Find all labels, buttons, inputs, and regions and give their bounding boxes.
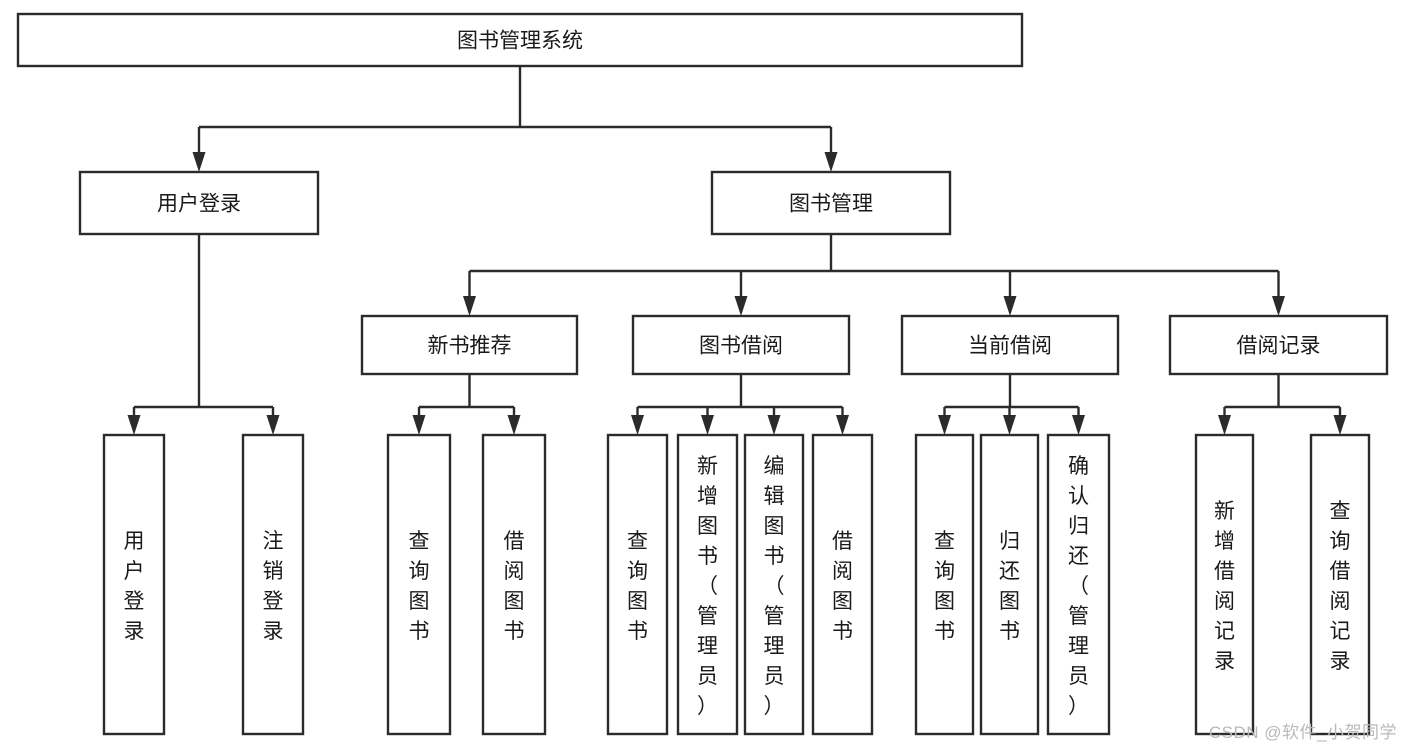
- node-box[interactable]: [241, 433, 305, 736]
- connector-group-borrow: [631, 374, 849, 435]
- node-label: 图书借阅: [699, 335, 783, 358]
- node-label: 借阅图书: [504, 530, 525, 643]
- arrow-head-icon: [463, 296, 476, 316]
- node-box[interactable]: [360, 314, 579, 376]
- connector-group-current: [938, 374, 1085, 435]
- node-current[interactable]: 当前借阅: [900, 314, 1120, 376]
- connector-group-newbook: [412, 374, 521, 435]
- arrow-head-icon: [1218, 415, 1231, 435]
- connector-group-root: [192, 66, 838, 172]
- arrow-head-icon: [412, 415, 426, 435]
- node-box[interactable]: [386, 433, 452, 736]
- node-label: 当前借阅: [968, 335, 1052, 358]
- arrow-head-icon: [1272, 296, 1285, 316]
- node-label: 用户登录: [124, 530, 145, 643]
- node-box[interactable]: [102, 433, 166, 736]
- node-leaf-bo-add[interactable]: 新增图书（管理员）: [676, 433, 739, 736]
- node-leaf-user-login[interactable]: 用户登录: [102, 433, 166, 736]
- csdn-watermark: CSDN @软件_小贺同学: [1208, 723, 1397, 742]
- node-leaf-bo-lend[interactable]: 借阅图书: [811, 433, 874, 736]
- arrow-head-icon: [192, 152, 206, 172]
- node-leaf-user-logout[interactable]: 注销登录: [241, 433, 305, 736]
- node-label: 新增图书（管理员）: [697, 455, 718, 718]
- node-layer: 图书管理系统用户登录图书管理新书推荐图书借阅当前借阅借阅记录用户登录注销登录查询…: [16, 12, 1389, 736]
- node-login[interactable]: 用户登录: [78, 170, 320, 236]
- node-newbook[interactable]: 新书推荐: [360, 314, 579, 376]
- arrow-head-icon: [734, 296, 748, 316]
- node-leaf-rc-query[interactable]: 查询借阅记录: [1309, 433, 1371, 736]
- node-leaf-nb-borrow[interactable]: 借阅图书: [481, 433, 547, 736]
- node-leaf-cu-confirm[interactable]: 确认归还（管理员）: [1046, 433, 1111, 736]
- node-label: 图书管理系统: [457, 30, 583, 53]
- node-label: 查询图书: [934, 530, 955, 643]
- node-box[interactable]: [811, 433, 874, 736]
- node-leaf-cu-return[interactable]: 归还图书: [979, 433, 1040, 736]
- node-label: 确认归还（管理员）: [1068, 455, 1089, 718]
- node-borrow[interactable]: 图书借阅: [631, 314, 851, 376]
- node-label: 归还图书: [999, 530, 1020, 643]
- node-leaf-bo-query[interactable]: 查询图书: [606, 433, 669, 736]
- node-label: 图书管理: [789, 193, 873, 216]
- node-box[interactable]: [743, 433, 805, 736]
- connector-group-record: [1218, 374, 1347, 435]
- arrow-head-icon: [1003, 296, 1017, 316]
- node-box[interactable]: [631, 314, 851, 376]
- arrow-head-icon: [631, 415, 644, 435]
- node-box[interactable]: [1168, 314, 1389, 376]
- node-label: 查询借阅记录: [1330, 500, 1351, 673]
- node-label: 注销登录: [263, 530, 284, 643]
- node-box[interactable]: [979, 433, 1040, 736]
- node-label: 新增借阅记录: [1214, 500, 1235, 673]
- arrow-head-icon: [701, 415, 714, 435]
- arrow-head-icon: [824, 152, 838, 172]
- node-label: 用户登录: [157, 193, 241, 216]
- arrow-head-icon: [266, 415, 280, 435]
- node-bookmgmt[interactable]: 图书管理: [710, 170, 952, 236]
- node-box[interactable]: [606, 433, 669, 736]
- node-label: 编辑图书（管理员）: [764, 455, 785, 718]
- node-box[interactable]: [676, 433, 739, 736]
- arrow-head-icon: [1003, 415, 1016, 435]
- arrow-head-icon: [767, 415, 781, 435]
- node-label: 借阅图书: [832, 530, 853, 643]
- node-box[interactable]: [78, 170, 320, 236]
- node-box[interactable]: [900, 314, 1120, 376]
- connector-layer: [127, 66, 1347, 435]
- arrow-head-icon: [1072, 415, 1085, 435]
- connector-group-bookmgmt: [463, 234, 1285, 316]
- node-box[interactable]: [1309, 433, 1371, 736]
- node-record[interactable]: 借阅记录: [1168, 314, 1389, 376]
- node-box[interactable]: [1046, 433, 1111, 736]
- node-root[interactable]: 图书管理系统: [16, 12, 1024, 68]
- arrow-head-icon: [1333, 415, 1347, 435]
- node-leaf-nb-query[interactable]: 查询图书: [386, 433, 452, 736]
- node-box[interactable]: [710, 170, 952, 236]
- node-leaf-cu-query[interactable]: 查询图书: [914, 433, 975, 736]
- node-box[interactable]: [481, 433, 547, 736]
- node-leaf-rc-add[interactable]: 新增借阅记录: [1194, 433, 1255, 736]
- connector-group-login: [127, 234, 280, 435]
- node-leaf-bo-edit[interactable]: 编辑图书（管理员）: [743, 433, 805, 736]
- arrow-head-icon: [938, 415, 951, 435]
- node-box[interactable]: [914, 433, 975, 736]
- node-label: 查询图书: [627, 530, 648, 643]
- node-box[interactable]: [16, 12, 1024, 68]
- node-box[interactable]: [1194, 433, 1255, 736]
- arrow-head-icon: [507, 415, 521, 435]
- node-label: 新书推荐: [428, 335, 512, 358]
- arrow-head-icon: [836, 415, 849, 435]
- arrow-head-icon: [127, 415, 141, 435]
- node-label: 查询图书: [409, 530, 430, 643]
- node-label: 借阅记录: [1237, 335, 1321, 358]
